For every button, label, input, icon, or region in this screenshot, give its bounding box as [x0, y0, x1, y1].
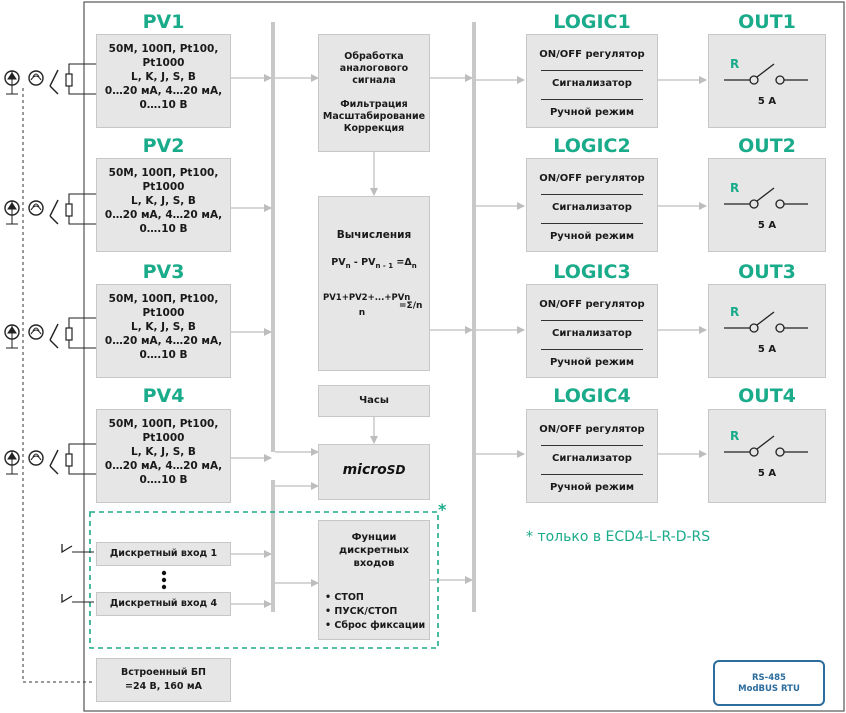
- optional-note: * только в ECD4-L-R-D-RS: [526, 529, 711, 545]
- out2-box: [708, 158, 826, 252]
- pv2-title: PV2: [142, 135, 185, 157]
- out4-box: [708, 409, 826, 503]
- clock-box: Часы: [318, 385, 430, 417]
- clock-label: Часы: [359, 395, 389, 406]
- ellipsis-dot: [161, 570, 167, 576]
- pv3-title: PV3: [142, 261, 185, 283]
- out2-title: OUT2: [738, 135, 796, 157]
- out4-rating: 5 А: [757, 468, 777, 479]
- out3-relay-label: R: [730, 305, 740, 319]
- logic1-item-manual: Ручной режим: [549, 107, 635, 118]
- discrete-input-1-label: Дискретный вход 1: [109, 548, 218, 559]
- logic2-item-onoff: ON/OFF регулятор: [539, 173, 645, 184]
- logic3-item-manual: Ручной режим: [549, 357, 635, 368]
- power-supply-box: Встроенный БП=24 В, 160 мА: [96, 658, 231, 702]
- logic1-box: ON/OFF регулятор Сигнализатор Ручной реж…: [526, 34, 658, 128]
- out1-box: [708, 34, 826, 128]
- switch-symbol-4: [61, 594, 94, 604]
- calculations-title: Вычисления: [336, 229, 412, 241]
- logic4-box: ON/OFF регулятор Сигнализатор Ручной реж…: [526, 409, 658, 503]
- logic4-title: LOGIC4: [553, 385, 631, 407]
- logic1-item-alarm: Сигнализатор: [552, 78, 632, 89]
- relay-contact-4: [724, 435, 808, 457]
- sensor-symbol-3: [4, 317, 96, 349]
- formula-average-denominator: n: [358, 308, 366, 318]
- optional-region: [89, 511, 439, 649]
- pv4-title: PV4: [142, 385, 185, 407]
- device-frame: [83, 1, 845, 712]
- logic2-item-manual: Ручной режим: [549, 231, 635, 242]
- switch-symbol-1: [61, 544, 94, 554]
- logic1-item-onoff: ON/OFF регулятор: [539, 49, 645, 60]
- logic4-item-alarm: Сигнализатор: [552, 453, 632, 464]
- pv1-title: PV1: [142, 11, 185, 33]
- power-line: [22, 88, 94, 683]
- logic2-box: ON/OFF регулятор Сигнализатор Ручной реж…: [526, 158, 658, 252]
- out1-relay-label: R: [730, 57, 740, 71]
- formula-average-result: =Σ/n: [399, 301, 423, 311]
- out2-relay-label: R: [730, 181, 740, 195]
- out1-title: OUT1: [738, 11, 796, 33]
- relay-contact-3: [724, 311, 808, 333]
- out1-rating: 5 А: [757, 96, 777, 107]
- discrete-functions-list: • СТОП• ПУСК/СТОП• Сброс фиксации: [325, 592, 426, 631]
- microsd-logo: microSD: [342, 462, 406, 478]
- discrete-input-4: Дискретный вход 4: [96, 592, 231, 616]
- out4-relay-label: R: [730, 429, 740, 443]
- power-supply-text: Встроенный БП=24 В, 160 мА: [120, 667, 207, 692]
- formula-delta: PVn - PVn - 1 =Δn: [331, 257, 417, 270]
- relay-contact-2: [724, 187, 808, 209]
- sensor-symbol-2: [4, 193, 96, 225]
- logic2-item-alarm: Сигнализатор: [552, 202, 632, 213]
- logic4-item-onoff: ON/OFF регулятор: [539, 424, 645, 435]
- ellipsis-dot: [161, 584, 167, 590]
- logic1-title: LOGIC1: [553, 11, 631, 33]
- optional-asterisk: *: [438, 500, 447, 519]
- ellipsis-dot: [161, 577, 167, 583]
- logic4-item-manual: Ручной режим: [549, 482, 635, 493]
- logic3-item-onoff: ON/OFF регулятор: [539, 299, 645, 310]
- discrete-input-4-label: Дискретный вход 4: [109, 598, 218, 609]
- discrete-input-1: Дискретный вход 1: [96, 542, 231, 566]
- logic3-title: LOGIC3: [553, 261, 631, 283]
- microsd-box: microSD: [318, 444, 430, 500]
- formula-average-numerator: PV1+PV2+...+PVn: [323, 293, 411, 303]
- out3-box: [708, 284, 826, 378]
- out3-rating: 5 А: [757, 344, 777, 355]
- logic3-box: ON/OFF регулятор Сигнализатор Ручной реж…: [526, 284, 658, 378]
- relay-contact-1: [724, 63, 808, 85]
- sensor-symbol-4: [4, 443, 96, 475]
- sensor-symbol-1: [4, 63, 96, 95]
- out2-rating: 5 А: [757, 220, 777, 231]
- out4-title: OUT4: [738, 385, 796, 407]
- calculations-box: Вычисления PVn - PVn - 1 =Δn PV1+PV2+...…: [318, 196, 430, 371]
- logic2-title: LOGIC2: [553, 135, 631, 157]
- logic3-item-alarm: Сигнализатор: [552, 328, 632, 339]
- out3-title: OUT3: [738, 261, 796, 283]
